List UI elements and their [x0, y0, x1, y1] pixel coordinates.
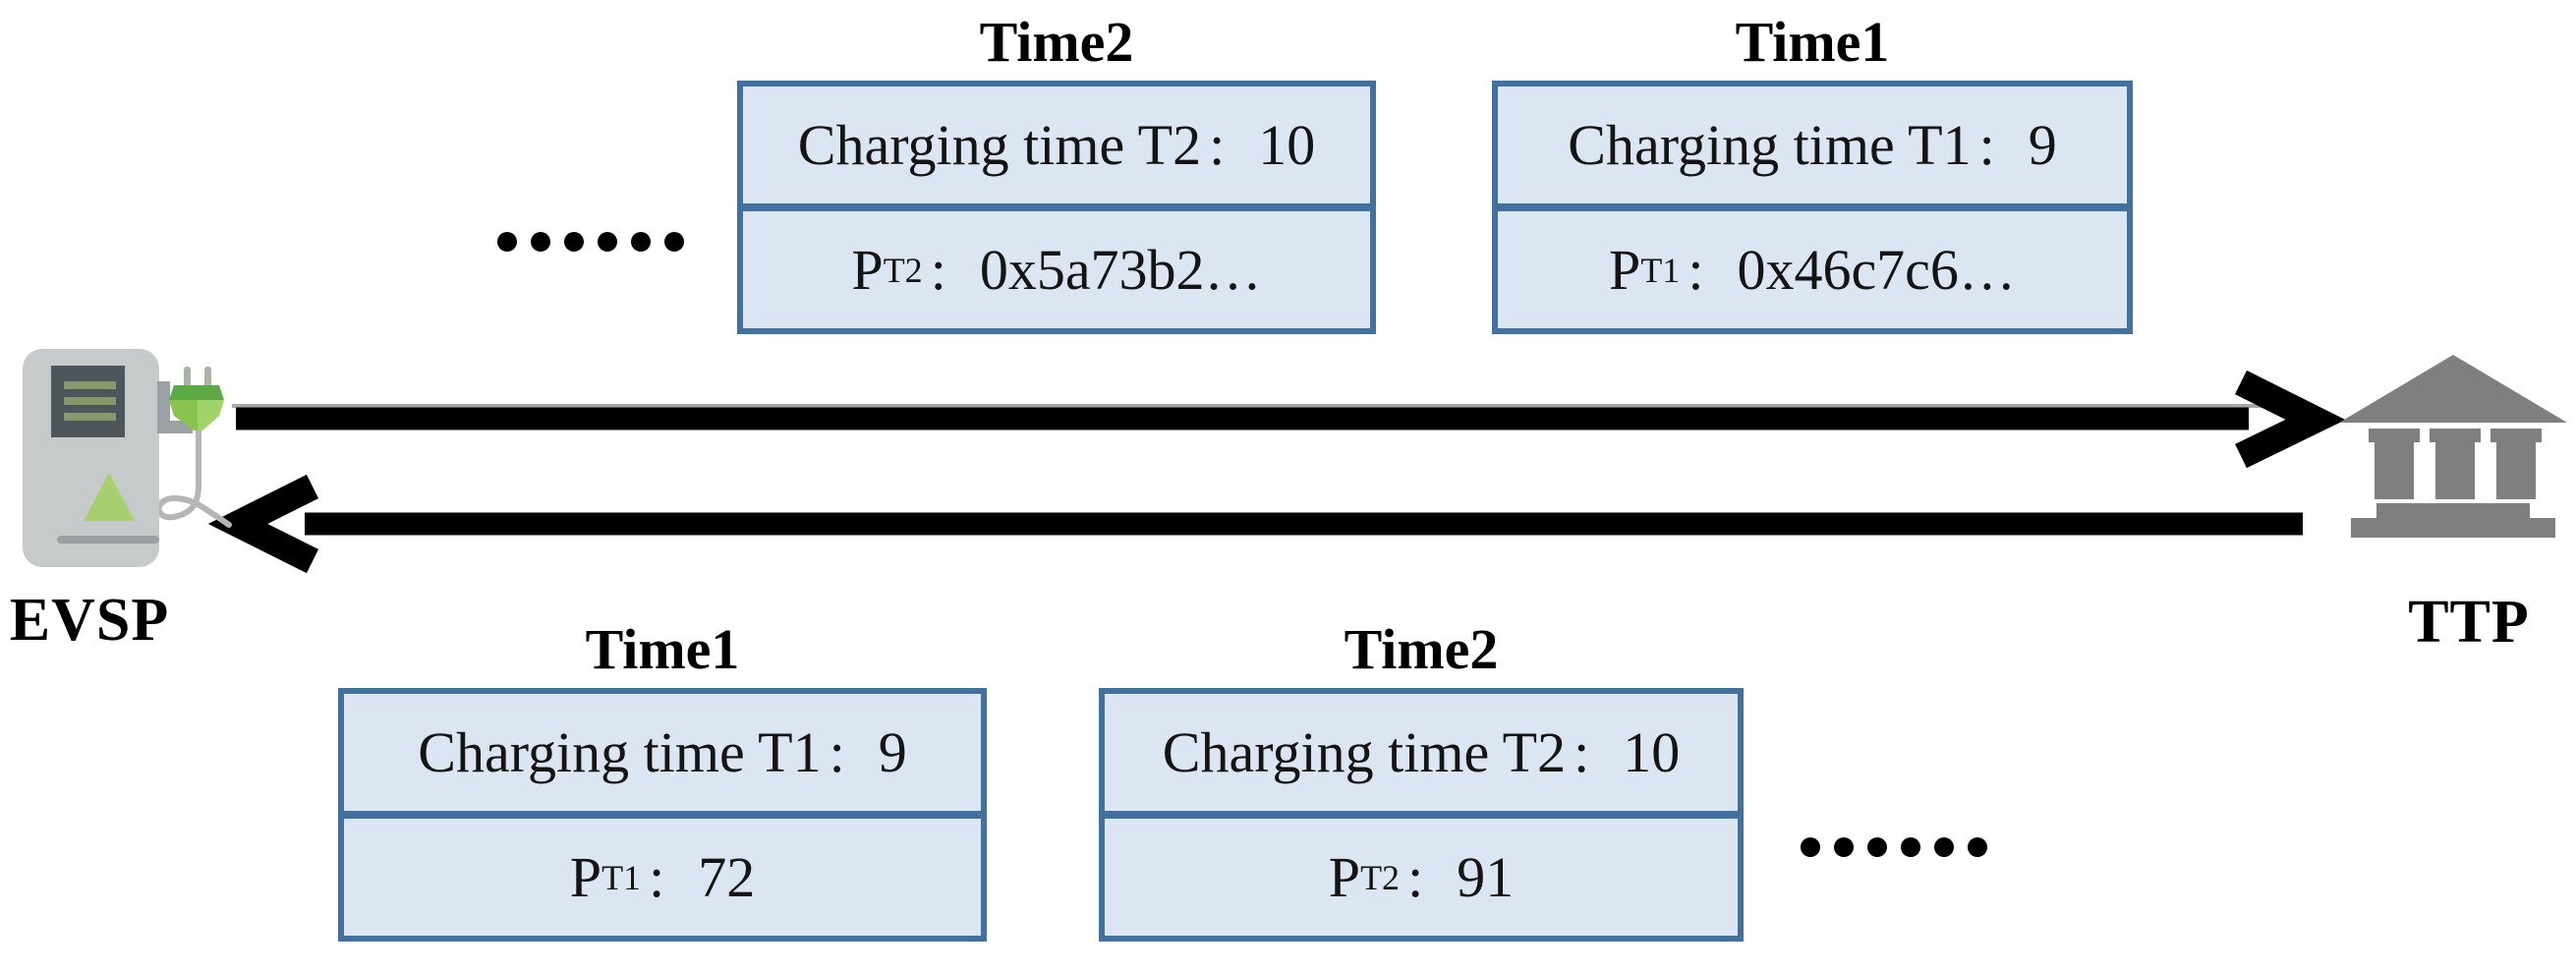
nozzle-bracket-foot [157, 421, 193, 433]
charging-time-label: Charging time T1 [1568, 113, 1972, 177]
dot [1801, 837, 1820, 857]
plug-prong [204, 367, 211, 387]
p-value: 0x46c7c6… [1737, 238, 2016, 302]
charging-time-value: 10 [1623, 720, 1681, 784]
plug-prong [184, 367, 191, 387]
evsp-entity [20, 342, 240, 578]
charging-time-row: Charging time T1:9 [1498, 86, 2127, 203]
plug-top [169, 385, 224, 400]
colon: : [649, 845, 665, 909]
colon: : [1407, 845, 1424, 909]
arrow-evsp-to-ttp [236, 370, 2346, 469]
ev-charging-station-icon [23, 349, 232, 567]
bank-column [2496, 442, 2536, 499]
station-triangle [84, 473, 135, 521]
arrow-ttp-to-evsp [207, 474, 2303, 574]
dot [631, 232, 651, 252]
plug-body-highlight [198, 400, 224, 430]
dot [1867, 837, 1887, 857]
p-symbol: P [569, 845, 602, 909]
message-title: Time2 [1344, 617, 1499, 681]
charging-time-label: Charging time T2 [1162, 720, 1567, 784]
bank-capital [2490, 429, 2542, 442]
charging-time-value: 9 [878, 720, 907, 784]
dot [497, 232, 517, 252]
p-value: 0x5a73b2… [979, 238, 1262, 302]
colon: : [829, 720, 845, 784]
colon: : [1978, 113, 1995, 177]
charging-time-row: Charging time T2:10 [743, 86, 1370, 203]
dot [664, 232, 684, 252]
charging-time-row: Charging time T2:10 [1105, 694, 1738, 811]
p-symbol: P [851, 238, 884, 302]
dot [1968, 837, 1987, 857]
message-title: Time1 [585, 617, 740, 681]
dot [564, 232, 584, 252]
bank-capital [2369, 429, 2420, 442]
colon: : [1209, 113, 1226, 177]
message-title: Time2 [979, 10, 1134, 74]
bank-roof [2339, 355, 2567, 423]
dot [1934, 837, 1954, 857]
screen-line [64, 413, 116, 421]
p-value: 72 [698, 845, 756, 909]
dot [1901, 837, 1920, 857]
message-title: Time1 [1735, 10, 1890, 74]
colon: : [1574, 720, 1590, 784]
station-bar [57, 536, 159, 544]
charging-time-value: 9 [2028, 113, 2057, 177]
ttp-label: TTP [2408, 589, 2530, 656]
charging-time-value: 10 [1258, 113, 1316, 177]
charging-time-label: Charging time T2 [797, 113, 1202, 177]
bank-step-lower [2351, 518, 2555, 538]
charging-time-label: Charging time T1 [418, 720, 822, 784]
p-symbol: P [1609, 238, 1641, 302]
ttp-entity [2335, 350, 2571, 543]
charging-cable [155, 428, 232, 528]
dot [1834, 837, 1854, 857]
arrowhead-right-icon [2234, 370, 2346, 469]
colon: : [1688, 238, 1704, 302]
ellipsis-dots-bottom [1801, 837, 1987, 857]
screen-line [64, 397, 116, 405]
bank-column [2435, 442, 2475, 499]
colon: : [930, 238, 946, 302]
bank-capital [2430, 429, 2481, 442]
dot [598, 232, 617, 252]
nozzle-bracket [157, 381, 170, 429]
dot [531, 232, 550, 252]
p-value: 91 [1457, 845, 1515, 909]
evsp-label: EVSP [9, 587, 170, 654]
ellipsis-dots-top [497, 232, 684, 252]
screen-line [64, 381, 116, 389]
bank-step-upper [2376, 503, 2530, 518]
bank-column [2375, 442, 2414, 499]
p-symbol: P [1328, 845, 1361, 909]
charging-time-row: Charging time T1:9 [344, 694, 981, 811]
arrowhead-left-icon [207, 474, 319, 574]
bank-icon [2339, 355, 2567, 538]
